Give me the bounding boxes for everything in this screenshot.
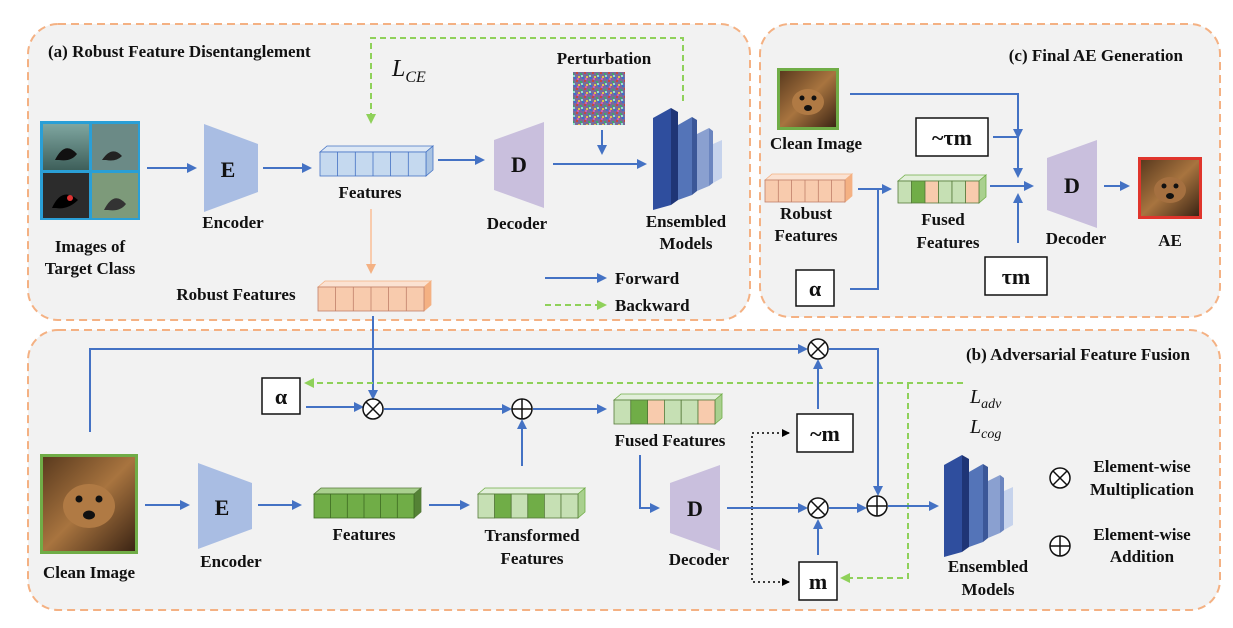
images-label-1: Images of — [55, 237, 126, 256]
alpha-c-box — [795, 269, 835, 307]
decoder-b-shape — [670, 465, 720, 551]
robust-c-label-1: Robust — [780, 204, 832, 223]
transformed-label-2: Features — [501, 549, 564, 568]
line-alpha-merge — [850, 189, 879, 290]
line-top-mult-add — [829, 348, 883, 496]
features-a-label: Features — [339, 183, 402, 202]
clean-b-label: Clean Image — [43, 563, 136, 582]
not-m: ~m — [810, 421, 840, 446]
not-tau-m-box — [915, 117, 989, 157]
fused-c-label-2: Features — [917, 233, 980, 252]
transformed-features — [476, 487, 587, 519]
backward-loop-b-down — [840, 383, 909, 583]
models-b-label-2: Models — [962, 580, 1015, 599]
models-b-label-1: Ensembled — [948, 557, 1029, 576]
mult-op-top — [807, 338, 829, 360]
loss-cog: Lcog — [969, 416, 1001, 442]
tau-m-box — [984, 256, 1048, 296]
m: m — [809, 569, 827, 594]
add-op-2 — [866, 495, 888, 517]
add-legend-1: Element-wise — [1093, 525, 1191, 544]
encoder-a-shape — [204, 124, 258, 212]
mult-op-1 — [362, 398, 384, 420]
decoder-a-shape — [494, 122, 544, 208]
add-op-1 — [511, 398, 533, 420]
fused-features-b — [612, 393, 724, 425]
mult-legend-2: Multiplication — [1090, 480, 1194, 499]
robust-features-c — [763, 173, 854, 203]
models-a-label-2: Models — [660, 234, 713, 253]
dotted-to-notm — [751, 429, 790, 508]
encoder-a-label: Encoder — [202, 213, 264, 232]
fused-b-label: Fused Features — [615, 431, 726, 450]
decoder-c-shape — [1047, 140, 1097, 228]
add-legend-2: Addition — [1110, 547, 1175, 566]
backward-loop-a — [366, 37, 684, 124]
arrow-fused-decoder — [639, 455, 660, 513]
loss-adv: Ladv — [969, 386, 1002, 412]
perturbation-noise — [573, 72, 625, 125]
alpha-c: α — [809, 276, 822, 301]
alpha-b: α — [275, 384, 288, 409]
add-legend-icon — [1049, 535, 1071, 557]
ensembled-models-a — [653, 108, 722, 210]
encoder-b-label: Encoder — [200, 552, 262, 571]
not-tau-m: ~τm — [932, 125, 972, 150]
perturbation-label: Perturbation — [557, 49, 652, 68]
panel-b — [27, 329, 1221, 611]
features-b — [312, 487, 423, 519]
decoder-b-label: Decoder — [669, 550, 730, 569]
encoder-a-letter: E — [221, 157, 236, 182]
panel-c — [759, 23, 1221, 318]
ae-label: AE — [1158, 231, 1182, 250]
models-a-label-1: Ensembled — [646, 212, 727, 231]
decoder-c-label: Decoder — [1046, 229, 1107, 248]
encoder-b-shape — [198, 463, 252, 549]
mult-legend-icon — [1049, 467, 1071, 489]
legend-backward-label: Backward — [615, 296, 690, 315]
decoder-c-letter: D — [1064, 173, 1080, 198]
legend-forward-label: Forward — [615, 269, 680, 288]
decoder-a-letter: D — [511, 152, 527, 177]
tau-m: τm — [1002, 264, 1030, 289]
m-box — [798, 561, 838, 601]
alpha-b-box — [261, 377, 301, 415]
panel-c-title: (c) Final AE Generation — [1009, 46, 1184, 65]
not-m-box — [796, 413, 854, 453]
robust-a-label: Robust Features — [176, 285, 296, 304]
clean-image-b — [40, 454, 138, 554]
images-label-2: Target Class — [45, 259, 136, 278]
fused-features-c — [896, 174, 988, 204]
transformed-label-1: Transformed — [484, 526, 580, 545]
ensembled-models-b — [944, 455, 1013, 557]
clean-image-c — [777, 68, 839, 130]
panel-a-title: (a) Robust Feature Disentanglement — [48, 42, 311, 61]
features-b-label: Features — [333, 525, 396, 544]
line-clean-top — [89, 344, 808, 432]
mult-legend-1: Element-wise — [1093, 457, 1191, 476]
panel-b-title: (b) Adversarial Feature Fusion — [966, 345, 1191, 364]
encoder-b-letter: E — [215, 495, 230, 520]
decoder-b-letter: D — [687, 496, 703, 521]
line-clean-c — [850, 93, 1023, 139]
ae-image — [1138, 157, 1202, 219]
features-a — [318, 145, 435, 177]
robust-features-a — [316, 280, 433, 312]
decoder-a-label: Decoder — [487, 214, 548, 233]
loss-ce: LCE — [391, 56, 426, 86]
mult-op-2 — [807, 497, 829, 519]
target-class-images — [40, 121, 140, 220]
robust-c-label-2: Features — [775, 226, 838, 245]
fused-c-label-1: Fused — [921, 210, 965, 229]
clean-c-label: Clean Image — [770, 134, 863, 153]
